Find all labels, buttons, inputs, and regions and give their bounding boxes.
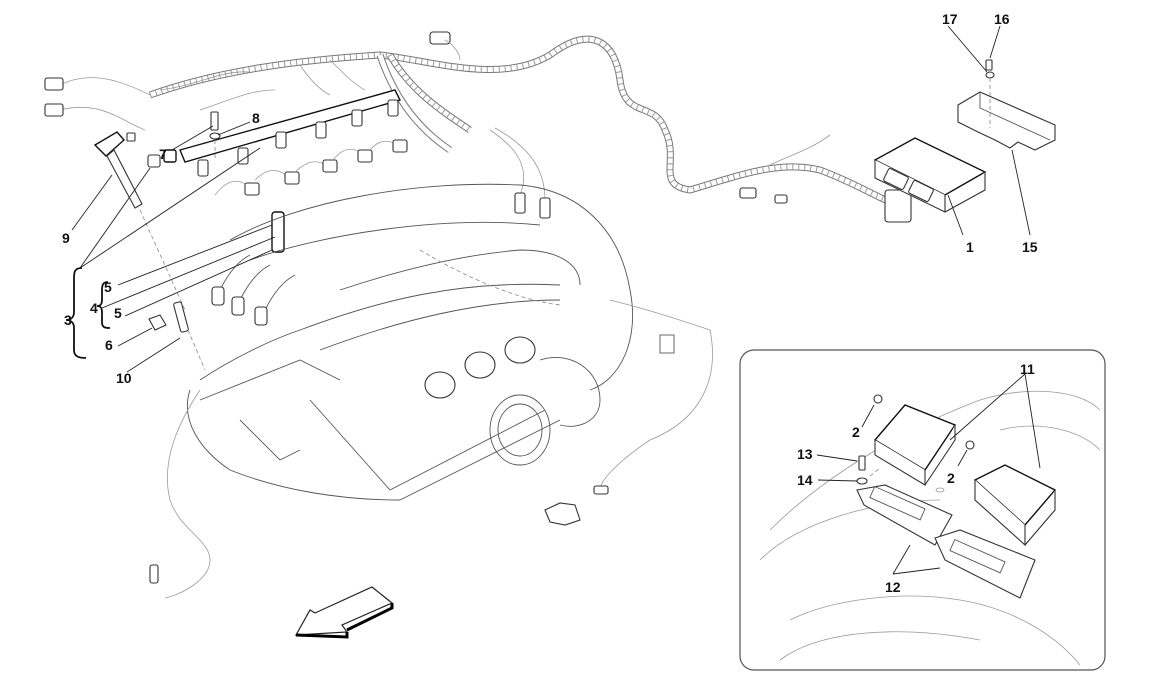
callout-labels: 1 2 2 3 4 5 5 6 7 8 9 10 11 12 13 14 15 … — [62, 11, 1038, 595]
washer — [856, 477, 868, 485]
nut — [965, 440, 975, 450]
connector-icon — [44, 77, 64, 91]
callout-8: 8 — [252, 110, 260, 126]
nut — [873, 394, 883, 404]
wiring-harness — [44, 31, 912, 223]
callout-10: 10 — [116, 370, 132, 386]
inset-detail-view — [739, 349, 1106, 671]
callout-14: 14 — [797, 472, 813, 488]
ecu-bracket — [957, 59, 1056, 151]
callout-2: 2 — [852, 424, 860, 440]
callout-7: 7 — [159, 146, 167, 162]
callout-15: 15 — [1022, 239, 1038, 255]
rail-screw — [209, 111, 221, 158]
callout-11: 11 — [1020, 361, 1035, 377]
bracket-washer — [985, 71, 995, 79]
screw — [858, 455, 866, 471]
fuel-rail — [147, 89, 402, 177]
callout-17: 17 — [942, 11, 958, 27]
engine-control-unit — [873, 137, 987, 213]
connector-icon — [44, 103, 64, 117]
connector-icon — [884, 189, 912, 223]
control-unit-left — [873, 404, 957, 486]
clip — [148, 314, 167, 331]
assembly-axis-line — [139, 209, 186, 311]
mounting-bracket-right — [934, 529, 1036, 599]
pressure-sensor-cap — [163, 149, 177, 163]
callout-9: 9 — [62, 230, 70, 246]
connector-icon — [739, 187, 757, 199]
spark-plug — [173, 301, 189, 333]
engine-intake-manifold — [186, 183, 713, 526]
connector-icon — [429, 31, 451, 45]
connector-icon — [539, 197, 551, 219]
group-brace-4 — [96, 281, 111, 329]
callout-3: 3 — [64, 312, 72, 328]
callout-6: 6 — [105, 337, 113, 353]
vehicle-front-direction-arrow — [294, 586, 394, 639]
injectors — [214, 139, 408, 253]
ignition-coils-installed — [424, 336, 536, 399]
control-unit-right — [973, 464, 1057, 547]
callout-5: 5 — [104, 279, 112, 295]
group-brace-3 — [65, 267, 87, 359]
callout-12: 12 — [885, 579, 901, 595]
connector-icon — [514, 192, 526, 214]
leader-lines — [71, 25, 1041, 575]
purge-valve — [544, 502, 581, 526]
callout-2: 2 — [947, 470, 955, 486]
callout-4: 4 — [90, 300, 98, 316]
bracket-screw — [985, 59, 993, 71]
callout-1: 1 — [966, 239, 974, 255]
rail-washer — [209, 132, 221, 140]
callout-16: 16 — [994, 11, 1010, 27]
throttle-body — [489, 394, 551, 466]
ignition-coil — [93, 131, 143, 209]
lambda-sensor — [149, 389, 211, 599]
connector-icon — [774, 194, 788, 204]
callout-5: 5 — [114, 305, 122, 321]
fuel-injector — [271, 211, 285, 253]
mounting-bracket-left — [856, 484, 953, 546]
assembly-axis-line — [187, 329, 206, 371]
callout-13: 13 — [797, 446, 813, 462]
